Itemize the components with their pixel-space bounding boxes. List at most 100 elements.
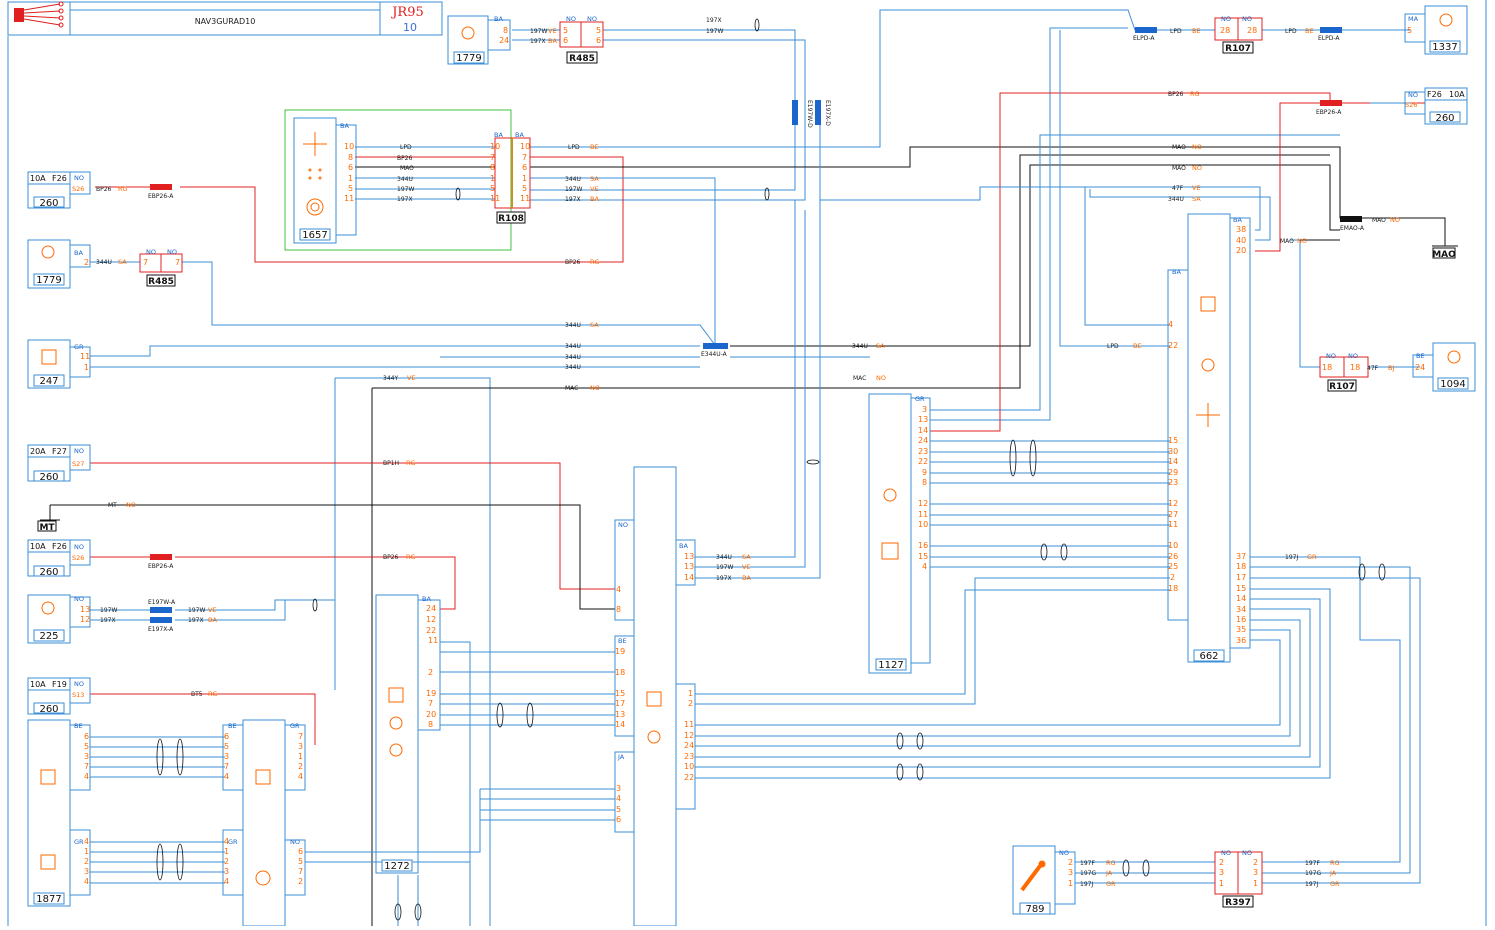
svg-text:11: 11 — [344, 194, 354, 203]
fuse-box-f26-top[interactable] — [27, 171, 91, 209]
ref-260-c: 260 — [39, 567, 58, 578]
fuse-f26c-color: NO — [1408, 91, 1418, 99]
component-1272[interactable] — [375, 594, 441, 874]
splice-e197x — [150, 617, 172, 623]
component-1779-top[interactable] — [447, 15, 511, 65]
component-225[interactable] — [27, 594, 91, 644]
svg-text:15: 15 — [1168, 436, 1178, 445]
svg-text:10: 10 — [1168, 541, 1178, 550]
connector-r107-top[interactable] — [1214, 17, 1263, 54]
component-1877[interactable] — [27, 719, 91, 907]
svg-text:27: 27 — [1168, 510, 1178, 519]
wire-bp26-left-color: RG — [118, 185, 128, 193]
svg-text:7: 7 — [175, 258, 180, 267]
navigation-cross-icon — [303, 132, 327, 156]
svg-text:24: 24 — [684, 741, 694, 750]
tag-r107b-no-1: NO — [1326, 352, 1336, 360]
svg-text:1: 1 — [1253, 879, 1258, 888]
wire-344u-d: 344U — [565, 364, 581, 371]
harness-logo-icon — [14, 1, 64, 28]
splice-e197w-d — [792, 100, 798, 125]
ref-247: 247 — [39, 376, 58, 387]
svg-text:6: 6 — [298, 847, 303, 856]
component-247[interactable] — [27, 339, 91, 389]
svg-text:3: 3 — [298, 742, 303, 751]
tag-1779-ba: BA — [494, 15, 503, 23]
ref-ground-mt: MT — [39, 523, 55, 533]
ref-1127: 1127 — [878, 660, 903, 671]
component-1779-left[interactable] — [27, 239, 91, 289]
tag-1094-be: BE — [1416, 352, 1425, 360]
fuse-f19-pin: S13 — [72, 691, 84, 699]
component-662[interactable] — [1167, 213, 1251, 663]
wire-mac: MAC — [565, 385, 578, 392]
svg-text:14: 14 — [615, 720, 625, 729]
fuse-f26b-color: NO — [74, 543, 84, 551]
component-1127[interactable] — [868, 393, 931, 674]
connector-r397[interactable] — [1214, 851, 1263, 908]
svg-text:2: 2 — [428, 668, 433, 677]
wire-197f-r397-color: RG — [1330, 859, 1340, 867]
wire-lpd-inner: LPD — [400, 144, 412, 151]
fuse-box-f19[interactable] — [27, 677, 91, 715]
splice-emao — [1340, 216, 1362, 222]
svg-text:1: 1 — [688, 689, 693, 698]
wire-197w-top: 197W — [530, 28, 547, 35]
ref-r108: R108 — [498, 214, 524, 224]
fuse-f26b-amp: 10A — [30, 542, 46, 551]
svg-text:5: 5 — [348, 184, 353, 193]
wire-197j-789: 197J — [1080, 881, 1093, 888]
wire-lpd-top2-color: BE — [1305, 27, 1314, 35]
svg-text:6: 6 — [84, 732, 89, 741]
microphone-icon — [1020, 860, 1046, 892]
svg-text:2: 2 — [298, 877, 303, 886]
tag-1877-gr: GR — [74, 838, 84, 846]
component-audio-amp[interactable] — [222, 719, 306, 927]
wire-bp1h-color: RG — [406, 459, 416, 467]
svg-text:2: 2 — [1170, 573, 1175, 582]
svg-text:23: 23 — [918, 447, 928, 456]
fuse-box-f27[interactable] — [27, 444, 91, 482]
svg-text:5: 5 — [490, 184, 495, 193]
wire-197w-225b: 197W — [188, 607, 205, 614]
tag-unit-no: NO — [618, 521, 628, 529]
connector-r108[interactable] — [494, 137, 531, 224]
wire-197w-225b-color: VE — [208, 606, 217, 614]
wire-mao-662-color: NO — [1297, 237, 1307, 245]
component-789[interactable] — [1012, 845, 1076, 915]
wire-mao-2-color: NO — [1192, 164, 1202, 172]
wire-bt5-color: RG — [208, 690, 218, 698]
tag-r485-no-1: NO — [566, 15, 576, 23]
ref-r485-left: R485 — [148, 277, 174, 287]
tag-r108-ba-2: BA — [515, 131, 524, 139]
svg-text:22: 22 — [918, 457, 928, 466]
wire-197x-unit: 197X — [716, 575, 732, 582]
component-1337[interactable] — [1404, 5, 1468, 55]
label-e197x-d: E197X-D — [824, 100, 831, 126]
svg-text:37: 37 — [1236, 552, 1246, 561]
wire-197x-top: 197X — [530, 38, 546, 45]
connector-r485-left[interactable] — [139, 253, 183, 287]
wire-344u-left-color: SA — [118, 258, 127, 266]
fuse-box-f26-right[interactable] — [1404, 87, 1468, 125]
component-multimedia-unit[interactable] — [614, 466, 696, 927]
wire-mt: MT — [108, 502, 117, 509]
fuse-box-f26-mid[interactable] — [27, 539, 91, 577]
svg-text:40: 40 — [1236, 236, 1246, 245]
svg-text:20: 20 — [1236, 246, 1246, 255]
wire-mao-1: MAO — [1172, 144, 1186, 151]
sun-icon — [1196, 403, 1220, 427]
wire-197j-662-color: GR — [1307, 553, 1317, 561]
svg-text:6: 6 — [596, 36, 601, 45]
connector-r485-top[interactable] — [559, 21, 604, 64]
wire-197w-unit-color: VE — [742, 563, 751, 571]
svg-text:4: 4 — [1168, 320, 1173, 329]
svg-text:2: 2 — [84, 258, 89, 267]
svg-text:5: 5 — [224, 742, 229, 751]
ref-662: 662 — [1199, 651, 1218, 662]
component-1094[interactable] — [1412, 342, 1476, 392]
connector-r107-right[interactable] — [1319, 356, 1369, 392]
wire-197j-789-color: GR — [1106, 880, 1116, 888]
tag-r397-no-2: NO — [1242, 849, 1252, 857]
svg-text:18: 18 — [1322, 363, 1332, 372]
